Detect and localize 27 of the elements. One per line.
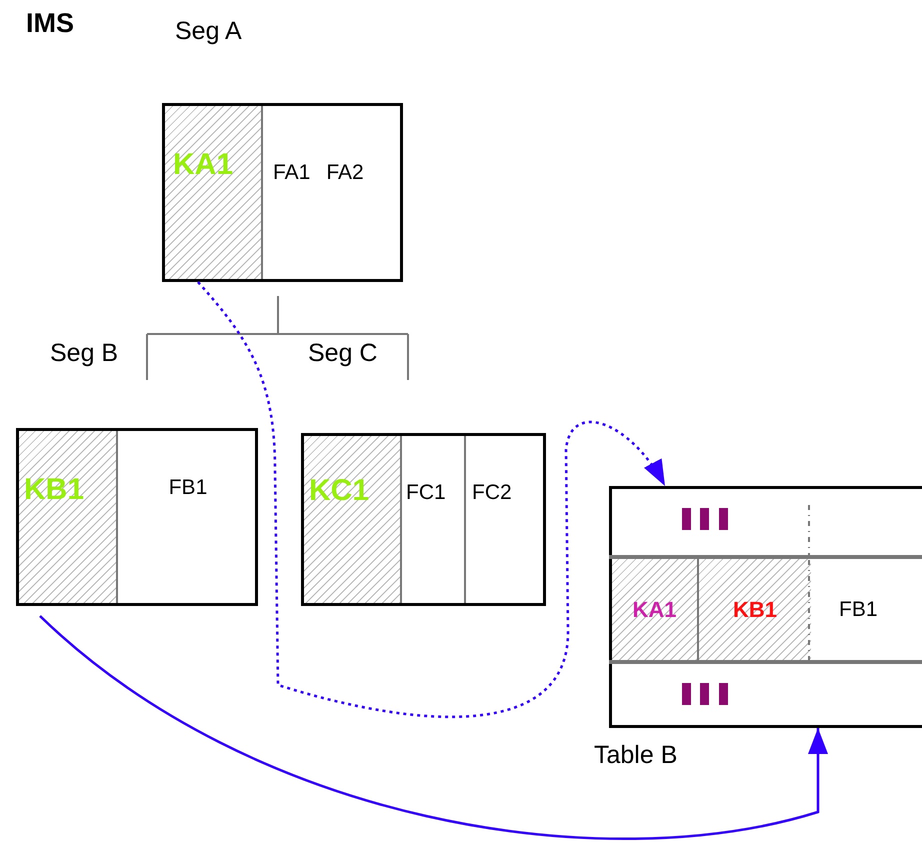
field-name: FB1 [839, 598, 878, 622]
field-name: FB1 [168, 476, 208, 500]
field-name: KB1 [24, 473, 84, 507]
field-name: FC1 [406, 481, 446, 505]
segment-label: Table B [594, 741, 678, 770]
segment-box [16, 428, 258, 606]
field-name: FC2 [472, 481, 512, 505]
key-field [165, 106, 261, 279]
field-name: KA1 [173, 148, 234, 182]
table-box [609, 486, 922, 728]
diagram-title: IMS [26, 8, 74, 39]
segment-box [301, 433, 546, 606]
field-name: KC1 [309, 474, 370, 508]
key-field [612, 558, 697, 662]
arrow [39, 615, 828, 840]
arrow [197, 281, 666, 718]
segment-box [162, 103, 403, 282]
segment-label: Seg A [175, 17, 242, 46]
key-field [304, 436, 400, 603]
key-field [697, 558, 811, 662]
field-name: FA2 [326, 161, 364, 185]
key-field [19, 431, 116, 603]
segment-label: Seg C [308, 339, 378, 368]
field-name: KA1 [632, 597, 676, 623]
field-name: FA1 [273, 161, 310, 185]
segment-label: Seg B [50, 339, 118, 368]
field-name: KB1 [732, 597, 777, 623]
